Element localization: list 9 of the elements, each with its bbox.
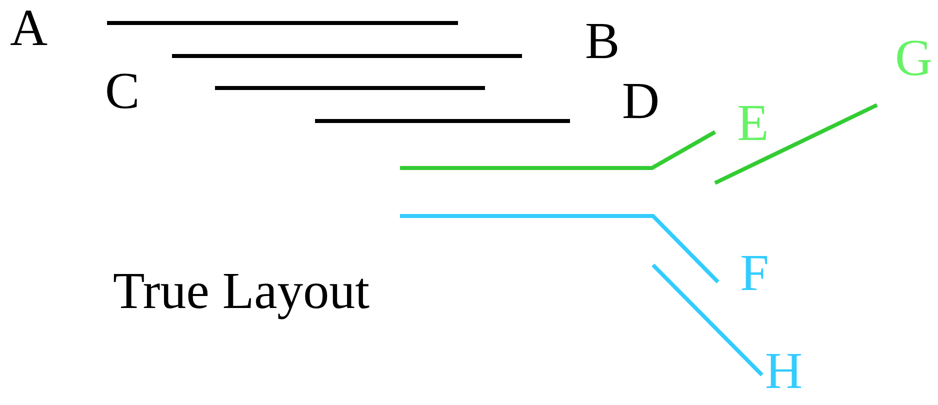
segment-label: D	[622, 76, 660, 128]
segment-label: G	[895, 33, 933, 85]
segment-label: F	[740, 248, 769, 300]
segment-label: A	[10, 3, 48, 55]
segment-label: H	[765, 346, 803, 398]
segment-label: E	[737, 98, 769, 150]
segment-label: B	[585, 16, 620, 68]
caption: True Layout	[113, 266, 370, 318]
segment-label: C	[105, 66, 140, 118]
